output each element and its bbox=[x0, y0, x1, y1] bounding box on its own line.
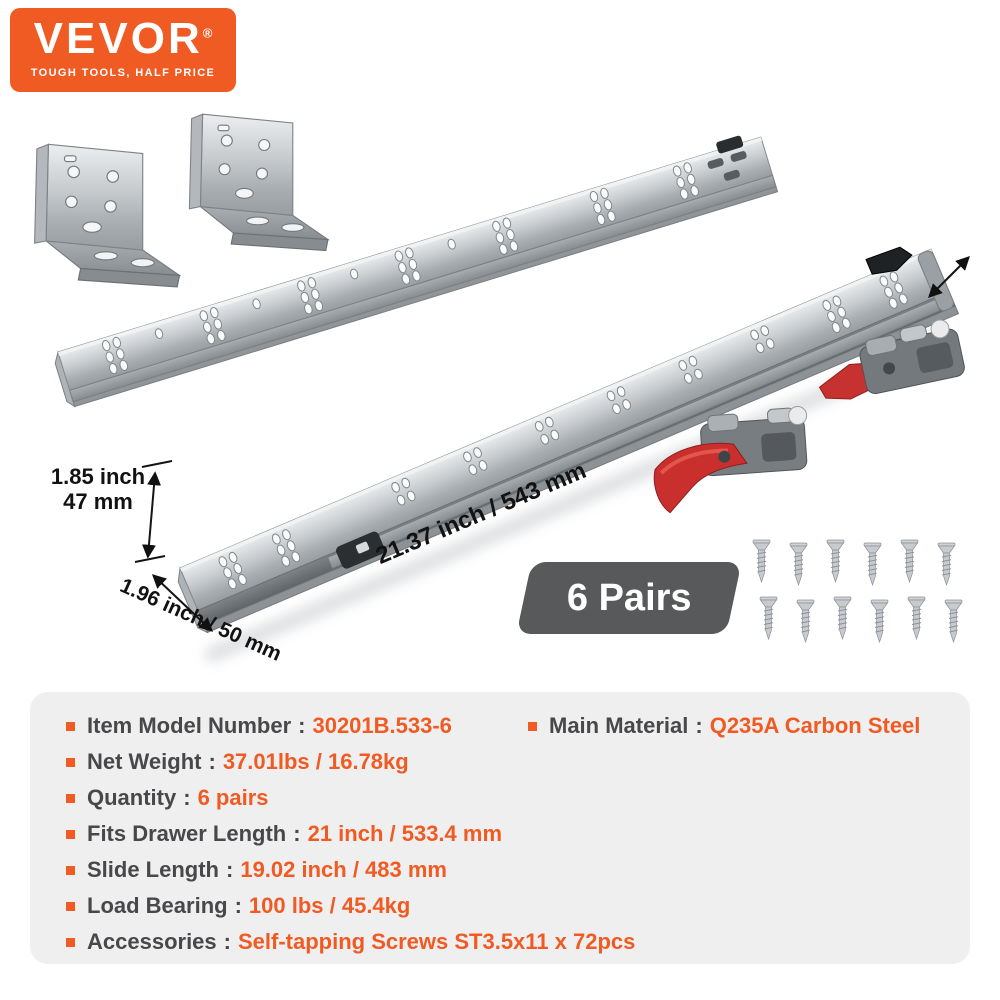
pairs-badge: 6 Pairs bbox=[516, 562, 742, 634]
bullet-icon bbox=[528, 721, 537, 731]
spec-label: Net Weight bbox=[87, 749, 202, 774]
brand-name: VEVOR® bbox=[10, 17, 236, 61]
spec-separator: : bbox=[223, 929, 231, 954]
spec-item-load-bearing: Load Bearing : 100 lbs / 45.4kg bbox=[66, 893, 410, 919]
bullet-icon bbox=[66, 793, 75, 803]
mounting-bracket-right bbox=[188, 113, 329, 252]
spec-value: 30201B.533-6 bbox=[312, 713, 452, 738]
dimension-height: 1.85 inch 47 mm bbox=[44, 464, 152, 515]
spec-value: 100 lbs / 45.4kg bbox=[248, 893, 411, 918]
spec-item-slide-length: Slide Length : 19.02 inch / 483 mm bbox=[66, 857, 447, 883]
mounting-bracket-left bbox=[34, 143, 181, 288]
spec-separator: : bbox=[298, 713, 306, 738]
drawer-slide-front bbox=[177, 246, 960, 634]
product-illustration bbox=[34, 113, 970, 663]
vevor-logo: VEVOR® TOUGH TOOLS, HALF PRICE bbox=[10, 8, 236, 92]
spec-row: Item Model Number : 30201B.533-6 Main Ma… bbox=[66, 708, 950, 744]
bullet-icon bbox=[66, 829, 75, 839]
release-latch bbox=[865, 246, 913, 275]
spec-row: Quantity : 6 pairs bbox=[66, 780, 950, 816]
bullet-icon bbox=[66, 865, 75, 875]
spec-label: Main Material bbox=[549, 713, 689, 738]
spec-value: Q235A Carbon Steel bbox=[709, 713, 921, 738]
spec-separator: : bbox=[234, 893, 242, 918]
spec-label: Item Model Number bbox=[87, 713, 292, 738]
spec-item-model-number: Item Model Number : 30201B.533-6 bbox=[66, 713, 528, 739]
spec-row: Load Bearing : 100 lbs / 45.4kg bbox=[66, 888, 950, 924]
spec-value: 37.01lbs / 16.78kg bbox=[222, 749, 409, 774]
bullet-icon bbox=[66, 757, 75, 767]
spec-value: 21 inch / 533.4 mm bbox=[307, 821, 503, 846]
spec-value: 19.02 inch / 483 mm bbox=[240, 857, 447, 882]
drawer-slide-back bbox=[54, 135, 779, 408]
spec-row: Slide Length : 19.02 inch / 483 mm bbox=[66, 852, 950, 888]
spec-label: Load Bearing bbox=[87, 893, 228, 918]
spec-label: Slide Length bbox=[87, 857, 219, 882]
spec-label: Fits Drawer Length bbox=[87, 821, 287, 846]
spec-separator: : bbox=[208, 749, 216, 774]
dimension-height-mm: 47 mm bbox=[63, 489, 133, 515]
bullet-icon bbox=[66, 721, 75, 731]
spec-separator: : bbox=[183, 785, 191, 810]
spec-row: Fits Drawer Length : 21 inch / 533.4 mm bbox=[66, 816, 950, 852]
spec-value: 6 pairs bbox=[197, 785, 269, 810]
dimension-height-inch: 1.85 inch bbox=[50, 464, 146, 489]
spec-row: Net Weight : 37.01lbs / 16.78kg bbox=[66, 744, 950, 780]
spec-label: Quantity bbox=[87, 785, 177, 810]
spec-item-accessories: Accessories : Self-tapping Screws ST3.5x… bbox=[66, 929, 635, 955]
brand-tagline: TOUGH TOOLS, HALF PRICE bbox=[30, 67, 216, 79]
locking-clip-right bbox=[818, 319, 965, 400]
pairs-badge-label: 6 Pairs bbox=[566, 576, 692, 619]
spec-value: Self-tapping Screws ST3.5x11 x 72pcs bbox=[237, 929, 636, 954]
brand-name-text: VEVOR bbox=[33, 14, 203, 63]
registered-mark: ® bbox=[202, 25, 213, 41]
spec-item-main-material: Main Material : Q235A Carbon Steel bbox=[528, 713, 920, 739]
spec-separator: : bbox=[695, 713, 703, 738]
spec-item-fits-drawer-length: Fits Drawer Length : 21 inch / 533.4 mm bbox=[66, 821, 502, 847]
spec-item-net-weight: Net Weight : 37.01lbs / 16.78kg bbox=[66, 749, 409, 775]
spec-item-quantity: Quantity : 6 pairs bbox=[66, 785, 269, 811]
spec-separator: : bbox=[226, 857, 234, 882]
dimension-arrows bbox=[134, 256, 970, 632]
spec-separator: : bbox=[293, 821, 301, 846]
spec-panel: Item Model Number : 30201B.533-6 Main Ma… bbox=[30, 692, 970, 964]
locking-clip-left bbox=[653, 406, 808, 514]
spec-label: Accessories bbox=[87, 929, 217, 954]
screws-set bbox=[752, 539, 963, 643]
bullet-icon bbox=[66, 901, 75, 911]
bullet-icon bbox=[66, 937, 75, 947]
spec-row: Accessories : Self-tapping Screws ST3.5x… bbox=[66, 924, 950, 960]
